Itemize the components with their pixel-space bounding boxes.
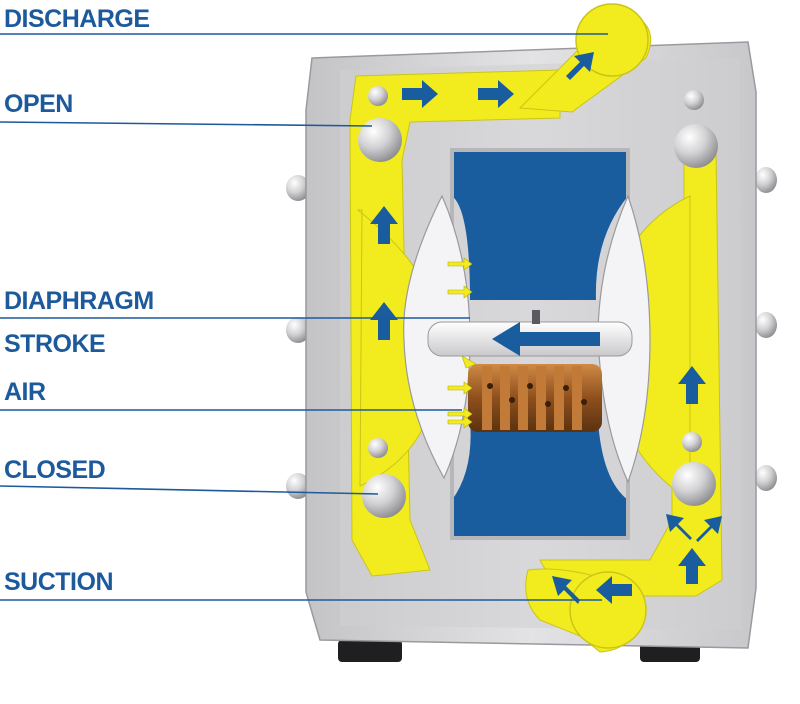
arrow-right-icon	[478, 80, 514, 108]
label-stroke: STROKE	[4, 330, 105, 358]
arrow-up-icon	[678, 548, 706, 584]
housing-bolts	[286, 167, 777, 499]
arrow-up-right-icon	[696, 516, 722, 542]
arrow-up-left-icon	[552, 576, 580, 604]
label-open: OPEN	[4, 90, 73, 118]
label-diaphragm: DIAPHRAGM	[4, 287, 154, 315]
label-suction: SUCTION	[4, 568, 113, 596]
air-valve-spool	[468, 364, 602, 432]
label-closed: CLOSED	[4, 456, 105, 484]
label-discharge: DISCHARGE	[4, 5, 150, 33]
arrow-up-icon	[370, 302, 398, 340]
air-pressure-arrows	[447, 257, 477, 429]
arrow-up-icon	[370, 206, 398, 244]
air-flow-arrow	[492, 322, 600, 356]
closed-check-ball	[362, 474, 406, 518]
open-check-ball	[358, 118, 402, 162]
shaft-pin	[532, 310, 540, 324]
arrow-right-icon	[402, 80, 438, 108]
arrow-up-right-icon	[566, 52, 594, 80]
check-balls	[358, 86, 718, 518]
arrow-left-icon	[596, 576, 632, 604]
label-air: AIR	[4, 378, 46, 406]
arrow-up-left-icon	[666, 514, 692, 540]
air-chamber	[450, 148, 630, 540]
flow-arrows	[370, 52, 722, 604]
arrow-up-icon	[678, 366, 706, 404]
discharge-port	[575, 3, 649, 77]
leader-lines	[0, 33, 608, 601]
